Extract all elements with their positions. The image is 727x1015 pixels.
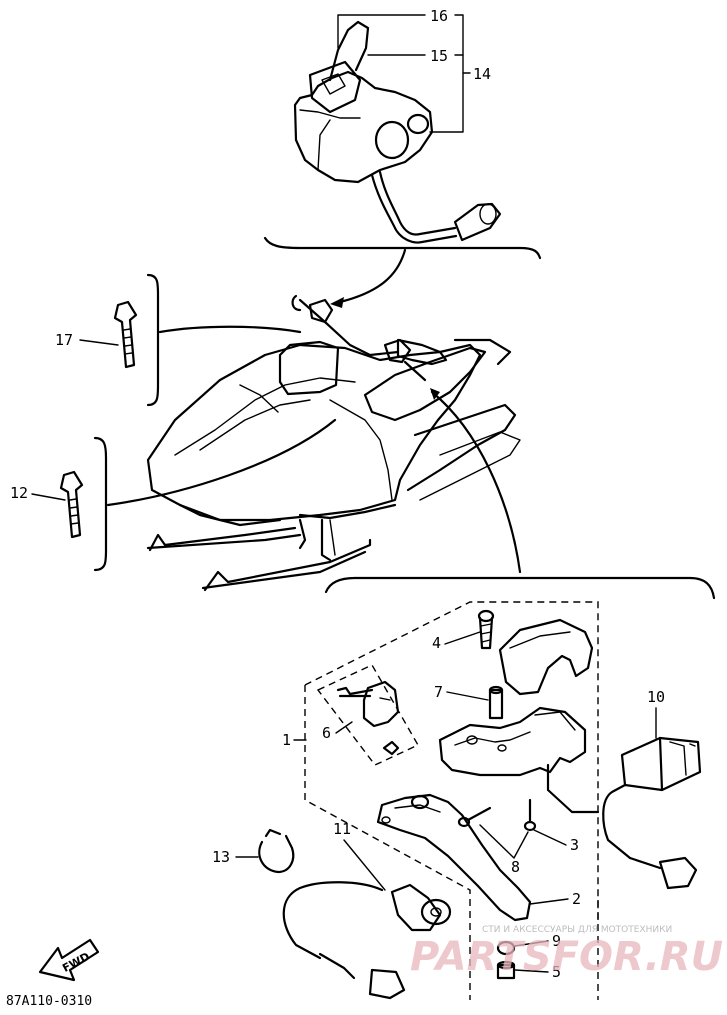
leader-to-throttle	[338, 248, 407, 304]
leader-12	[31, 493, 66, 501]
cable-tie-12	[59, 470, 84, 539]
watermark-tagline: СТИ И АКСЕССУАРЫ ДЛЯ МОТОТЕХНИКИ	[482, 925, 672, 935]
kit-outline-6	[316, 664, 419, 766]
leader-2	[529, 898, 569, 905]
arrow-head-top	[330, 297, 344, 308]
throttle-housing-assembly	[293, 20, 502, 244]
leader-4	[444, 631, 481, 645]
callout-17: 17	[55, 331, 73, 349]
callout-14: 14	[473, 65, 491, 83]
leader-tie-12	[106, 418, 337, 507]
nut-5	[496, 960, 516, 980]
brake-cover	[498, 618, 594, 696]
arrow-head-mid	[430, 388, 440, 400]
leader-9	[514, 940, 549, 947]
assembly-outline-left	[304, 685, 471, 1000]
pin-7	[488, 685, 504, 720]
callout-2: 2	[572, 890, 581, 908]
detail-bracket-bottom	[324, 576, 716, 600]
watermark-brand: PARTSFOR.RU	[410, 934, 723, 980]
callout-13: 13	[212, 848, 230, 866]
leader-17	[79, 339, 119, 346]
detail-bracket-top	[263, 236, 542, 260]
callout-5: 5	[552, 963, 561, 981]
brake-switch-11	[282, 881, 452, 1000]
callout-8: 8	[511, 858, 520, 876]
leader-7	[446, 691, 489, 701]
leader-5	[514, 969, 549, 973]
master-cylinder	[438, 706, 600, 814]
callout-3: 3	[570, 836, 579, 854]
cable-tie-17	[113, 300, 138, 369]
callout-10: 10	[647, 688, 665, 706]
callout-16: 16	[430, 7, 448, 25]
inset-bracket-17	[146, 273, 160, 407]
callout-4: 4	[432, 634, 441, 652]
direction-badge-label: FWD	[60, 950, 92, 975]
leader-tie-17	[158, 325, 302, 334]
forward-arrow-icon: FWD	[38, 938, 100, 982]
inset-bracket-12	[93, 436, 108, 572]
bolt-4	[477, 609, 495, 650]
screw-8b	[523, 798, 537, 832]
washer-9	[496, 940, 516, 956]
snowmobile-illustration	[146, 294, 521, 592]
leader-to-brake	[430, 390, 522, 574]
brake-lever-2	[376, 793, 532, 922]
leader-6	[335, 721, 353, 734]
clamp-13	[258, 828, 295, 874]
leader-8	[479, 824, 529, 859]
relay-10	[602, 736, 702, 890]
switch-kit-6	[336, 680, 400, 756]
callout-15: 15	[430, 47, 448, 65]
callout-leaders-top	[337, 14, 471, 133]
screw-8a	[457, 806, 492, 828]
diagram-code: 87A110-0310	[6, 994, 92, 1009]
callout-12: 12	[10, 484, 28, 502]
callout-7: 7	[434, 683, 443, 701]
callout-6: 6	[322, 724, 331, 742]
leader-11	[343, 839, 386, 891]
callout-1: 1	[282, 731, 291, 749]
callout-9: 9	[552, 932, 561, 950]
callout-11: 11	[333, 820, 351, 838]
leader-3	[533, 829, 567, 846]
assembly-outline-1	[304, 601, 599, 920]
